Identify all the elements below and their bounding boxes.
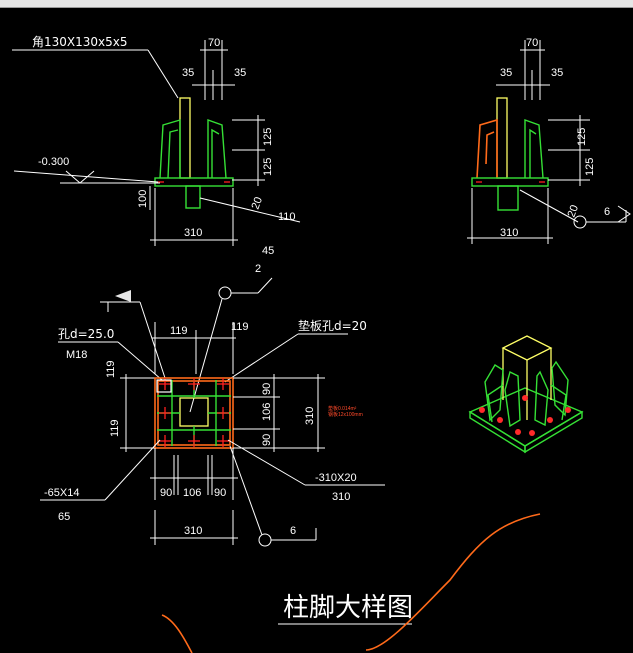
- dim-119-a: 119: [170, 325, 188, 337]
- dim-90-d: 90: [214, 487, 226, 499]
- freehand-stroke-left: [161, 614, 193, 653]
- dim-106-b: 106: [183, 487, 201, 499]
- dim-310-e: 310: [184, 525, 202, 537]
- dim-35-d: 35: [551, 67, 563, 79]
- dim-100: 100: [137, 190, 149, 208]
- plate-size-label: -310X20: [315, 472, 357, 484]
- dim-90-c: 90: [160, 487, 172, 499]
- hole-label: 孔d=25.0: [58, 327, 114, 341]
- section-mark-6-b: 6: [290, 525, 296, 537]
- washer-label: 垫板孔d=20: [298, 318, 367, 333]
- dim-65: 65: [58, 511, 70, 523]
- dim-310-b: 310: [500, 227, 518, 239]
- elevation-view-right: 70 35 35 125 125 310: [467, 37, 631, 244]
- drawing-title-text: 柱脚大样图: [283, 593, 413, 623]
- dim-310-c: 310: [304, 407, 316, 425]
- dim-20-b: 20: [566, 203, 581, 219]
- section-mark-6-a: 6: [604, 206, 610, 218]
- dim-125-d: 125: [584, 158, 596, 176]
- elevation-label: -0.300: [38, 156, 69, 168]
- dim-106-a: 106: [261, 403, 273, 421]
- dim-310-d: 310: [332, 491, 350, 503]
- dim-45: 45: [262, 245, 274, 257]
- dim-125-c: 125: [576, 128, 588, 146]
- dim-20-a: 20: [250, 195, 265, 211]
- dim-110: 110: [278, 211, 296, 223]
- isometric-view: [468, 335, 584, 454]
- dim-70-a: 70: [208, 37, 220, 49]
- freehand-stroke-right: [365, 513, 541, 651]
- dim-125-b: 125: [262, 158, 274, 176]
- elevation-view-left: 角130X130x5x5 70 35 35: [12, 35, 301, 246]
- dim-119-d: 119: [109, 419, 121, 437]
- dim-90-a: 90: [261, 383, 273, 395]
- dim-310-a: 310: [184, 227, 202, 239]
- dim-90-b: 90: [261, 434, 273, 446]
- rib-size-label: -65X14: [44, 487, 79, 499]
- dim-70-b: 70: [526, 37, 538, 49]
- window-top-edge: [0, 0, 633, 8]
- section-mark-2: 2: [255, 263, 261, 275]
- angle-steel-label: 角130X130x5x5: [32, 35, 128, 49]
- dim-119-c: 119: [105, 360, 117, 378]
- dim-125-a: 125: [262, 128, 274, 146]
- dim-119-b: 119: [231, 321, 249, 333]
- plan-view: 45 2 孔d=25.0 M18 垫板孔d=20 1: [40, 245, 385, 547]
- drawing-title: 柱脚大样图: [278, 593, 413, 625]
- dim-35-b: 35: [234, 67, 246, 79]
- dim-35-a: 35: [182, 67, 194, 79]
- bolt-label: M18: [66, 349, 87, 361]
- dim-35-c: 35: [500, 67, 512, 79]
